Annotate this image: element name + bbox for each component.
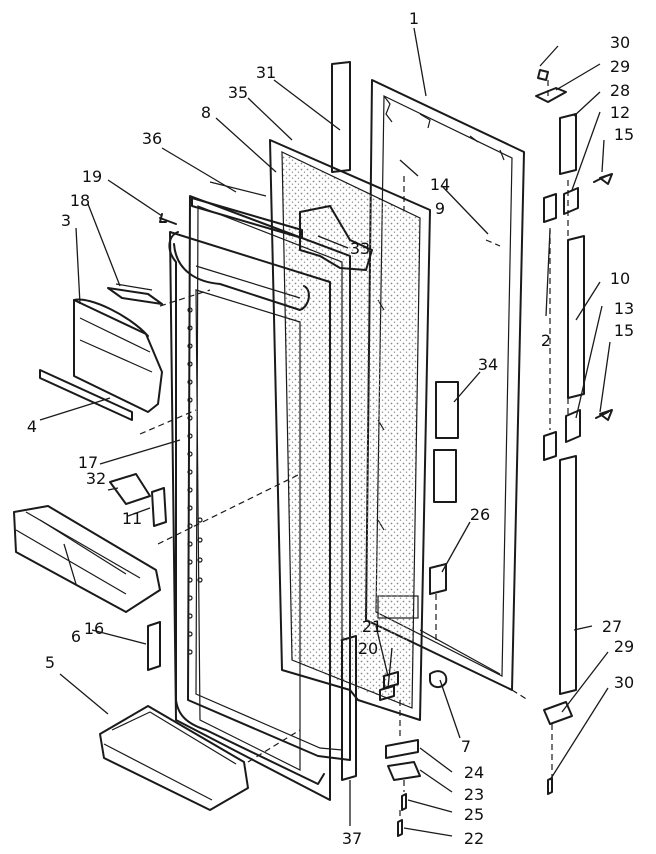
clip-11 (151, 487, 167, 527)
callout-2: 2 (541, 331, 551, 350)
hinge-plate-16 (147, 621, 161, 671)
shelf-holes (187, 307, 203, 655)
callout-22: 22 (464, 829, 484, 848)
callout-17: 17 (78, 453, 98, 472)
callout-25: 25 (464, 805, 484, 824)
callout-14: 14 (430, 175, 450, 194)
callout-12: 12 (610, 103, 630, 122)
callout-19: 19 (82, 167, 102, 186)
dairy-door (73, 298, 163, 413)
small-door-bin (99, 705, 249, 811)
callout-30b: 30 (614, 673, 634, 692)
hinge-screws (599, 173, 613, 421)
bottom-strip (341, 635, 357, 781)
callout-20: 20 (358, 639, 378, 658)
callout-11: 11 (122, 509, 142, 528)
callout-15a: 15 (614, 125, 634, 144)
callout-7: 7 (461, 737, 471, 756)
callout-16: 16 (84, 619, 104, 638)
callout-21: 21 (362, 617, 382, 636)
callout-1: 1 (409, 9, 419, 28)
callout-34: 34 (478, 355, 498, 374)
callout-32: 32 (86, 469, 106, 488)
callout-35: 35 (228, 83, 248, 102)
callout-33: 33 (350, 239, 370, 258)
exploded-guides (139, 176, 501, 763)
callout-28: 28 (610, 81, 630, 100)
callout-labels: 1 2 3 4 5 6 7 8 9 10 11 12 13 14 15 15 1… (27, 9, 634, 848)
callout-5: 5 (45, 653, 55, 672)
callout-9: 9 (435, 199, 445, 218)
callout-6: 6 (71, 627, 81, 646)
lower-hardware (379, 563, 448, 837)
callout-8: 8 (201, 103, 211, 122)
callout-24: 24 (464, 763, 484, 782)
front-door-frame (168, 231, 331, 801)
large-door-bin (13, 505, 161, 613)
callout-31: 31 (256, 63, 276, 82)
callout-10: 10 (610, 269, 630, 288)
small-bracket (107, 283, 163, 305)
callout-30a: 30 (610, 33, 630, 52)
screw-19 (159, 213, 177, 225)
top-trim-strip (191, 181, 303, 239)
callout-23: 23 (464, 785, 484, 804)
callout-27: 27 (602, 617, 622, 636)
callout-3: 3 (61, 211, 71, 230)
callout-15b: 15 (614, 321, 634, 340)
callout-37: 37 (342, 829, 362, 848)
callout-36: 36 (142, 129, 162, 148)
callout-4: 4 (27, 417, 37, 436)
shelf-bar (39, 369, 133, 421)
hinge-assembly (511, 69, 609, 795)
callout-18: 18 (70, 191, 90, 210)
callout-13: 13 (614, 299, 634, 318)
clip-32 (109, 473, 151, 505)
callout-26: 26 (470, 505, 490, 524)
upper-rod (331, 61, 351, 173)
leader-lines (39, 27, 611, 837)
callout-29a: 29 (610, 57, 630, 76)
callout-29b: 29 (614, 637, 634, 656)
